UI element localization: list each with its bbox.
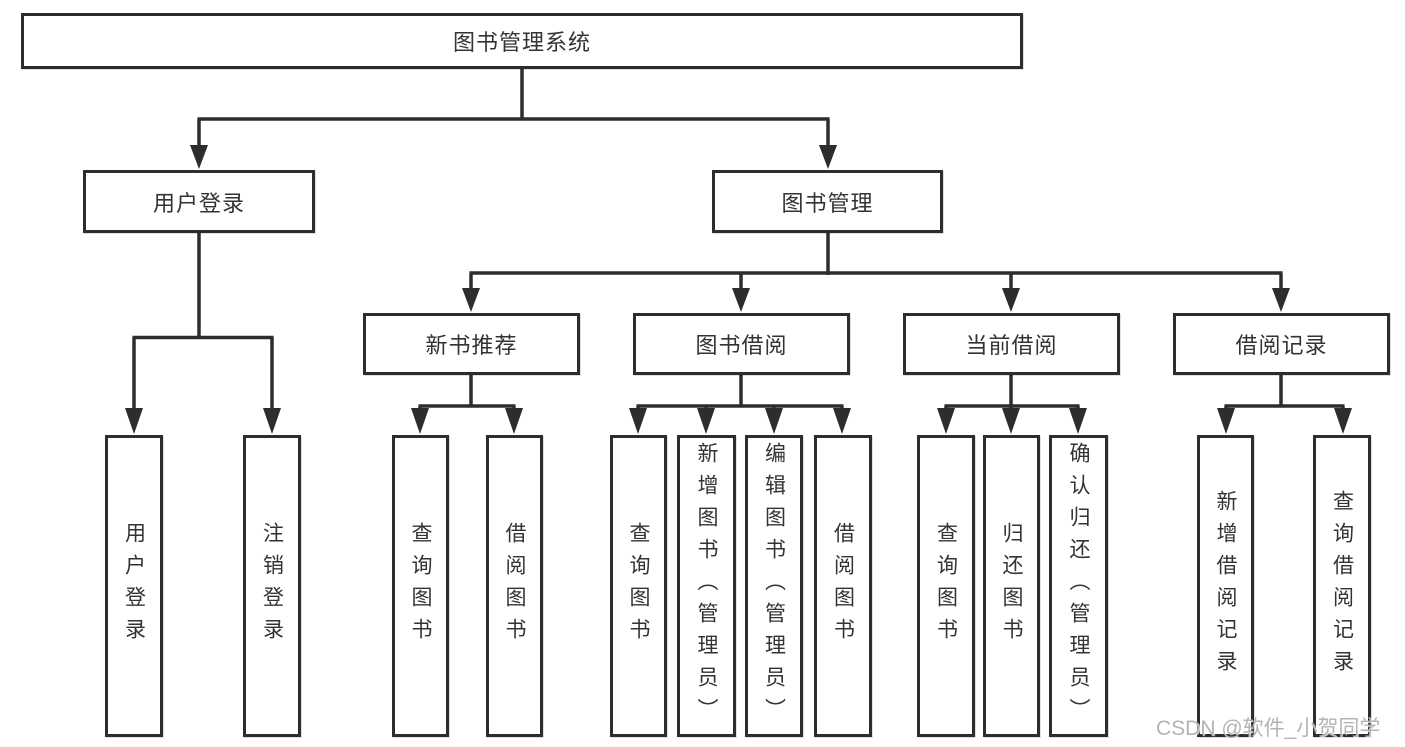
leaf-current-query-books: 查询图书 — [917, 435, 975, 737]
leaf-recommend-borrow-books: 借阅图书 — [486, 435, 543, 737]
leaf-logout: 注销登录 — [243, 435, 301, 737]
node-label: 确认归还（管理员） — [1067, 442, 1090, 730]
csdn-watermark: CSDN @软件_小贺同学 — [1156, 717, 1381, 740]
leaf-borrow-edit-books-admin: 编辑图书（管理员） — [745, 435, 803, 737]
node-book-management: 图书管理 — [712, 170, 943, 233]
leaf-records-query-record: 查询借阅记录 — [1313, 435, 1371, 737]
node-label: 当前借阅 — [965, 333, 1058, 358]
node-label: 查询图书 — [409, 522, 432, 650]
node-label: 归还图书 — [1000, 522, 1023, 650]
node-label: 图书管理系统 — [452, 30, 591, 55]
leaf-current-return-books: 归还图书 — [983, 435, 1040, 737]
node-label: 借阅记录 — [1235, 333, 1328, 358]
node-label: 新增借阅记录 — [1214, 490, 1237, 682]
node-label: 用户登录 — [122, 522, 146, 650]
node-label: 查询图书 — [627, 522, 650, 650]
node-label: 新书推荐 — [425, 333, 518, 358]
leaf-current-confirm-return-admin: 确认归还（管理员） — [1049, 435, 1108, 737]
leaf-recommend-query-books: 查询图书 — [392, 435, 449, 737]
node-borrow-records: 借阅记录 — [1173, 313, 1390, 375]
leaf-user-login: 用户登录 — [105, 435, 163, 737]
node-label: 借阅图书 — [503, 522, 526, 650]
leaf-borrow-borrow-books: 借阅图书 — [814, 435, 872, 737]
node-user-login: 用户登录 — [83, 170, 315, 233]
node-label: 图书借阅 — [695, 333, 788, 358]
leaf-borrow-add-books-admin: 新增图书（管理员） — [677, 435, 736, 737]
node-label: 查询图书 — [934, 522, 958, 650]
leaf-borrow-query-books: 查询图书 — [610, 435, 667, 737]
node-label: 图书管理 — [781, 190, 874, 216]
node-current-borrow: 当前借阅 — [903, 313, 1120, 375]
node-new-book-recommend: 新书推荐 — [363, 313, 580, 375]
node-label: 编辑图书（管理员） — [762, 442, 786, 730]
node-label: 新增图书（管理员） — [695, 442, 718, 730]
node-label: 借阅图书 — [831, 522, 855, 650]
node-label: 用户登录 — [152, 190, 245, 216]
node-label: 查询借阅记录 — [1330, 490, 1354, 682]
node-label: 注销登录 — [260, 522, 284, 650]
node-book-borrow: 图书借阅 — [633, 313, 850, 375]
leaf-records-add-record: 新增借阅记录 — [1197, 435, 1254, 737]
node-root: 图书管理系统 — [21, 13, 1023, 69]
